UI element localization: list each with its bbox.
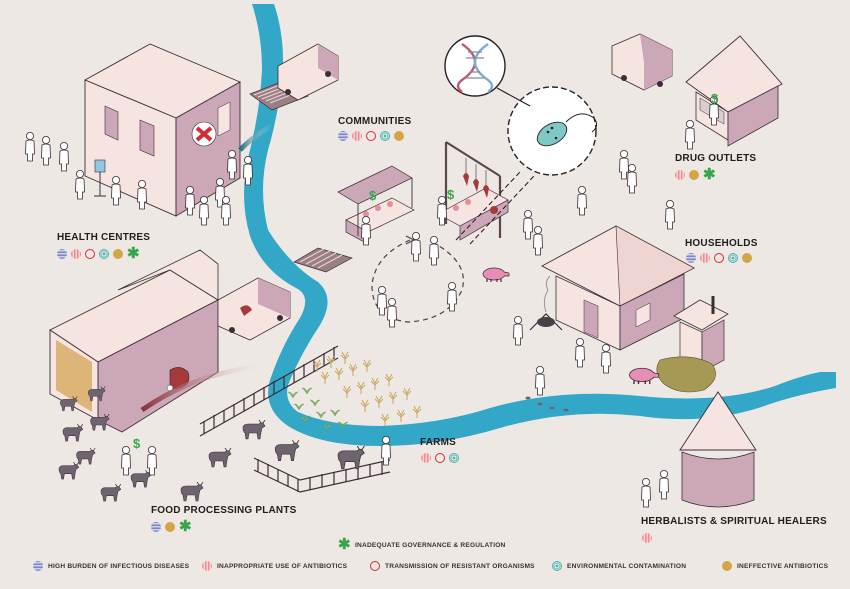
inappropriate-use-icon [421,453,431,463]
fence-lower [253,457,391,493]
transmission-icon [435,453,445,463]
environmental-icon [552,561,562,571]
health-centres-label: HEALTH CENTRES [57,232,151,243]
households-label: HOUSEHOLDS [685,238,758,249]
inappropriate-use-icon [352,131,362,141]
bridge-lower [293,247,353,273]
cooking-fire [529,275,563,331]
legend-ineffective: INEFFECTIVE ANTIBIOTICS [722,561,828,571]
high-burden-icon [57,249,67,259]
legend-governance: ✱ INADEQUATE GOVERNANCE & REGULATION [338,536,506,553]
high-burden-icon [338,131,348,141]
legend-high-burden: HIGH BURDEN OF INFECTIOUS DISEASES [33,561,189,571]
drug-outlets-markers: ✱ [675,166,716,183]
pig-market [482,267,510,282]
household-house [541,225,695,351]
dollar-icon: $ [369,188,377,203]
health-arrow [238,123,274,152]
dollar-icon: $ [133,436,141,451]
environmental-icon [380,131,390,141]
river [244,4,836,446]
food-processing-plants-label: FOOD PROCESSING PLANTS [151,505,297,516]
legend-inappropriate-use: INAPPROPRIATE USE OF ANTIBIOTICS [202,561,347,571]
transmission-icon [714,253,724,263]
high-burden-icon [151,522,161,532]
inappropriate-use-icon [71,249,81,259]
footprints [525,396,569,412]
plant-arrow [140,363,271,413]
ineffective-icon [742,253,752,263]
legend-transmission: TRANSMISSION OF RESISTANT ORGANISMS [370,561,535,571]
ineffective-icon [722,561,732,571]
dollar-icon: $ [711,91,719,106]
dollar-icon: $ [447,187,455,202]
pig-household [628,367,660,384]
inappropriate-use-icon [700,253,710,263]
waste-puddle [656,356,716,393]
farms-label: FARMS [420,437,456,448]
legend-inappropriate-use-text: INAPPROPRIATE USE OF ANTIBIOTICS [217,562,348,570]
drug-outlets-label: DRUG OUTLETS [675,153,757,164]
herbalists-label: HERBALISTS & SPIRITUAL HEALERS [641,516,827,527]
governance-icon: ✱ [703,166,716,183]
communities-markers [338,131,404,141]
governance-icon: ✱ [127,245,140,262]
food-processing-plant [49,249,219,433]
herbalists-markers [642,533,652,543]
legend-high-burden-text: HIGH BURDEN OF INFECTIOUS DISEASES [48,562,190,570]
governance-icon: ✱ [338,536,351,553]
high-burden-icon [33,561,43,571]
market-stall-right [437,141,509,241]
legend-ineffective-text: INEFFECTIVE ANTIBIOTICS [737,562,829,570]
inappropriate-use-icon [202,561,212,571]
iv-stand [94,159,106,197]
transmission-icon [366,131,376,141]
community-cycle [371,239,464,323]
governance-icon: ✱ [179,518,192,535]
environmental-icon [449,453,459,463]
healer-hut [679,391,757,508]
legend-transmission-text: TRANSMISSION OF RESISTANT ORGANISMS [385,562,535,570]
fence-lower-posts [257,459,383,492]
households-markers [686,253,752,263]
ineffective-icon [165,522,175,532]
market-stall-left [337,165,415,245]
communities-label: COMMUNITIES [338,116,412,127]
legend-governance-text: INADEQUATE GOVERNANCE & REGULATION [355,541,506,549]
truck-drug-outlet [611,33,673,91]
ineffective-icon [394,131,404,141]
inappropriate-use-icon [642,533,652,543]
environmental-icon [728,253,738,263]
drug-outlet-shop [685,35,783,147]
dna-icon [456,43,494,93]
transmission-icon [85,249,95,259]
high-burden-icon [686,253,696,263]
environmental-icon [99,249,109,259]
bacteria-icon [536,121,568,147]
fence-upper [199,345,339,437]
health-centre-building [83,43,242,217]
legend-environmental: ENVIRONMENTAL CONTAMINATION [552,561,686,571]
inappropriate-use-icon [675,170,685,180]
food-processing-markers: ✱ [151,518,192,535]
ineffective-icon [689,170,699,180]
farms-markers [421,453,459,463]
truck-upper [277,43,339,101]
truck-plant [217,277,291,341]
legend-environmental-text: ENVIRONMENTAL CONTAMINATION [567,562,687,570]
ineffective-icon [113,249,123,259]
fence-upper-posts [203,347,335,434]
health-centres-markers: ✱ [57,245,140,262]
transmission-icon [370,561,380,571]
